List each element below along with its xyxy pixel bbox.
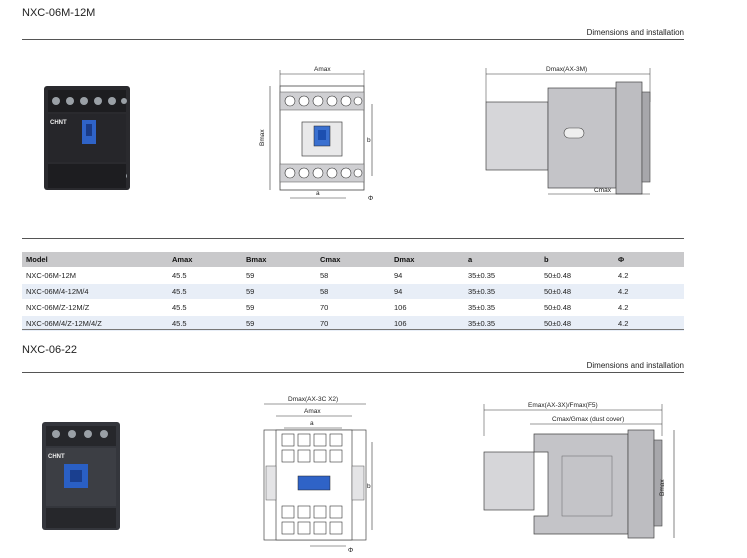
table-row: NXC-06M/4-12M/4 45.5 59 58 94 35±0.35 50… [22,283,684,300]
cell-a: 35±0.35 [464,267,540,284]
amax-label-2: Amax [304,408,321,415]
cell-phi: 4.2 [614,315,684,331]
bmax-label-1: Bmax [259,129,266,146]
cell-b: 50±0.48 [540,299,614,316]
cell-dmax: 94 [390,283,464,300]
cmax-gmax-label: Cmax/Gmax (dust cover) [552,416,624,423]
photo2-brand: CHNT [48,454,65,460]
cell-model: NXC-06M/Z-12M/Z [22,299,168,316]
cell-bmax: 59 [242,315,316,331]
front-dimension-drawing-2: Dmax(AX-3C X2) Amax a b Φ [263,396,373,554]
cell-model: NXC-06M/4-12M/4 [22,283,168,300]
side-dimension-drawing-2: Emax(AX-3X)/Fmax(F5) Cmax/Gmax (dust cov… [483,402,675,539]
cell-a: 35±0.35 [464,283,540,300]
cell-cmax: 70 [316,315,390,331]
table-row: NXC-06M/Z-12M/Z 45.5 59 70 106 35±0.35 5… [22,299,684,316]
side-dimension-drawing-1: Dmax(AX-3M) Cmax [485,66,651,195]
product-photo-nxc-06-22: CHNT [42,422,120,530]
cell-b: 50±0.48 [540,267,614,284]
col-header-b: b [540,252,614,268]
cell-a: 35±0.35 [464,315,540,331]
b-label-1: b [367,137,371,144]
hole-label-2: Φ [348,547,353,554]
cell-model: NXC-06M-12M [22,267,168,284]
b-label-2: b [367,483,371,490]
emax-label: Emax(AX-3X)/Fmax(F5) [528,402,598,409]
col-header-model: Model [22,252,168,268]
cell-amax: 45.5 [168,267,242,284]
cell-b: 50±0.48 [540,315,614,331]
cell-bmax: 59 [242,299,316,316]
cmax-label-1: Cmax [594,187,612,194]
table-row: NXC-06M/4/Z-12M/4/Z 45.5 59 70 106 35±0.… [22,315,684,331]
cell-phi: 4.2 [614,283,684,300]
col-header-cmax: Cmax [316,252,390,268]
cell-amax: 45.5 [168,283,242,300]
photo1-brand: CHNT [50,120,67,126]
dmax-label-1: Dmax(AX-3M) [546,66,587,73]
cell-dmax: 106 [390,315,464,331]
cell-cmax: 70 [316,299,390,316]
dimensions-table: Model Amax Bmax Cmax Dmax a b Φ NXC-06M-… [22,252,684,331]
col-header-a: a [464,252,540,268]
product-photo-nxc-06m: CHNT [44,86,130,190]
table-top-rule [22,238,684,239]
section2-subtitle: Dimensions and installation [586,361,684,370]
cell-dmax: 94 [390,267,464,284]
cell-phi: 4.2 [614,267,684,284]
cell-amax: 45.5 [168,315,242,331]
col-header-bmax: Bmax [242,252,316,268]
col-header-amax: Amax [168,252,242,268]
a-label-1: a [316,190,320,197]
front-dimension-drawing-1: Amax Bmax b a Φ [259,66,373,202]
table-header-row: Model Amax Bmax Cmax Dmax a b Φ [22,252,684,268]
cell-amax: 45.5 [168,299,242,316]
a-label-2: a [310,420,314,427]
table-bottom-rule [22,329,684,330]
cell-cmax: 58 [316,267,390,284]
cell-b: 50±0.48 [540,283,614,300]
col-header-phi: Φ [614,252,684,268]
cell-model: NXC-06M/4/Z-12M/4/Z [22,315,168,331]
section2-title: NXC-06-22 [22,344,78,356]
cell-cmax: 58 [316,283,390,300]
section1-divider [22,39,684,40]
amax-label-1: Amax [314,66,331,73]
col-header-dmax: Dmax [390,252,464,268]
dmax-label-2: Dmax(AX-3C X2) [288,396,338,403]
section1-title: NXC-06M-12M [22,7,96,19]
cell-bmax: 59 [242,267,316,284]
section1-subtitle: Dimensions and installation [586,28,684,37]
section2-divider [22,372,684,373]
cell-phi: 4.2 [614,299,684,316]
cell-dmax: 106 [390,299,464,316]
table-row: NXC-06M-12M 45.5 59 58 94 35±0.35 50±0.4… [22,267,684,284]
hole-label-1: Φ [368,195,373,202]
cell-bmax: 59 [242,283,316,300]
cell-a: 35±0.35 [464,299,540,316]
bmax-label-2: Bmax [659,479,666,496]
